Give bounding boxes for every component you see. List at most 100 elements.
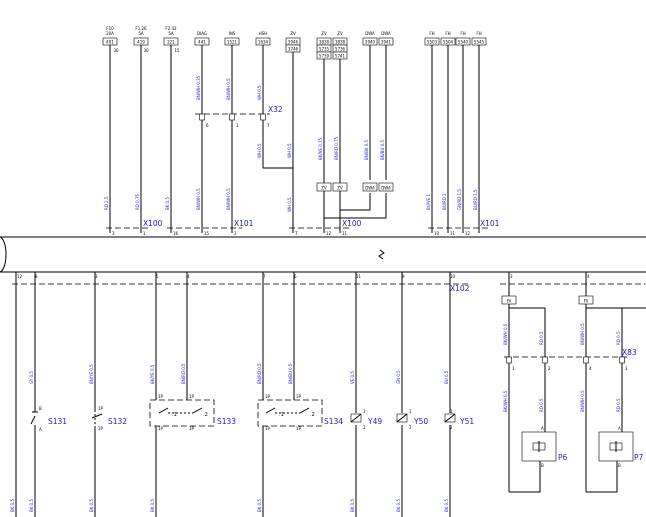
component-label: P7 [634, 453, 644, 462]
connector-label: X101 [480, 219, 500, 228]
terminal-code: 3940 [365, 40, 376, 45]
connector-pin: 11 [356, 274, 362, 279]
lower-wire-labels: GY 0.5 BN/YE 0.5 BK/YE 0.5 BN/RD 0.5 BN/… [10, 323, 621, 512]
upper-wire-labels: RD 2.5 RD 0.75 BK 0.5 BN/WH 0.35 BN/WH 0… [104, 75, 478, 212]
connector-pin: 7 [295, 231, 298, 236]
valve-y51: 1 2 Y51 [444, 409, 474, 430]
wire-label: BK 0.5 [89, 499, 94, 512]
wire-label: BN/WH 0.35 [196, 75, 201, 100]
switch-s134: 1P 1P 1P 1P .1 .2 S134 [257, 394, 343, 431]
connector-pin: 12 [17, 274, 23, 279]
component-label: Y49 [367, 417, 382, 426]
component-label: S133 [217, 417, 236, 426]
lamp-p6: A B P6 [521, 426, 568, 468]
terminal-name: F2.42 [165, 26, 177, 31]
relay-label: DWA [381, 186, 391, 191]
pin-label: .2 [310, 412, 315, 418]
connector-pin: 4 [587, 274, 590, 279]
lamp-p7: A B P7 [598, 426, 644, 468]
pin-label: .2 [203, 412, 208, 418]
wire-label: WH 0.5 [287, 143, 292, 158]
connector-x100-b: X100 7 12 11 [289, 219, 362, 236]
connector-pin: 12 [326, 231, 332, 236]
pin-label: 1 [450, 409, 453, 414]
connector-x100-a: X100 3 1 [106, 219, 163, 236]
terminal-code: 3838 [319, 40, 330, 45]
terminal-pin: 30 [143, 48, 149, 53]
terminal-name: ZV [337, 31, 343, 36]
connector-x101-b: X101 10 11 12 [428, 219, 500, 236]
terminal-code: 1521 [227, 40, 238, 45]
wire-label: BU/VE 1 [426, 193, 431, 210]
wire-label: WH 0.5 [287, 197, 292, 212]
switch-s133: 1P 1P 1P 1P .1 .2 S133 [149, 394, 236, 431]
wire-label: GN/RD 1.5 [457, 189, 462, 210]
terminal-zv-1: ZV 3946 3746 [285, 31, 301, 53]
wire-label: BK/YE 0.5 [150, 364, 155, 384]
connector-pin: 2 [548, 366, 551, 371]
terminal-rating: 5A [138, 31, 144, 36]
wire-label: BN/WH 0.5 [226, 78, 231, 100]
terminal-code: 5545 [474, 40, 485, 45]
terminal-code: 5540 [458, 40, 469, 45]
terminal-name: INS [229, 31, 236, 36]
wire-label: BN/BK 0.5 [364, 139, 369, 160]
wire-label: WH 0.5 [257, 85, 262, 100]
pin-label: B [541, 463, 544, 468]
connector-pin: 6 [206, 123, 209, 128]
pin-label: A [541, 426, 544, 431]
pin-label: 1P [158, 394, 164, 399]
terminal-code: 441 [198, 40, 206, 45]
connector-pin: 16 [173, 231, 179, 236]
connector-x32: X32 6 1 7 [195, 105, 283, 128]
relay-label: DWA [365, 186, 375, 191]
terminal-code: 401 [106, 40, 114, 45]
connector-pin: 3 [510, 274, 513, 279]
connector-pin: 11 [450, 231, 456, 236]
component-label: S134 [324, 417, 343, 426]
fuse-label: FA [584, 299, 589, 304]
wire-label: BK/BU 0.5 [380, 140, 385, 160]
wire-label: RD 0.5 [616, 331, 621, 345]
terminal-code: 1634 [258, 40, 269, 45]
wire-label: BK/VE 0.75 [318, 137, 323, 160]
connector-pin: 1 [512, 366, 515, 371]
connector-pin: 11 [342, 231, 348, 236]
connector-pin: 7 [263, 274, 266, 279]
terminal-name: F1.26 [135, 26, 147, 31]
wire-label: RD 2.5 [104, 196, 109, 210]
wire-label: GY 0.5 [29, 371, 34, 384]
terminal-zv-2: ZV 3838 5735 5739 [316, 31, 332, 60]
pin-label: 1 [363, 409, 366, 414]
component-label: S132 [108, 417, 127, 426]
wire-label: BK 0.5 [444, 499, 449, 512]
connector-x101-a: X101 16 15 2 [167, 219, 254, 236]
connector-pin: 3 [112, 231, 115, 236]
relay-label: ZV [337, 186, 343, 191]
connector-label: X102 [450, 284, 470, 293]
connector-x83: X83 1 2 4 3 [504, 348, 637, 371]
terminal-fh-4: FH 5545 [471, 31, 487, 46]
pin-label: A [39, 427, 42, 432]
connector-pin: 1 [143, 231, 146, 236]
pin-label: 1P [189, 426, 195, 431]
wire-label: BU 0.5 [444, 370, 449, 384]
valve-y50: 1 2 Y50 [396, 409, 428, 430]
connector-pin: 8 [35, 274, 38, 279]
terminal-code: 3946 [288, 40, 299, 45]
wire-label: BN/WH 0.5 [580, 390, 585, 412]
component-label: S131 [48, 417, 67, 426]
terminal-hsh: HSH 1634 [255, 31, 271, 46]
wire-label: BU/RD 1.5 [473, 189, 478, 210]
connector-pin: 2 [234, 231, 237, 236]
pin-label: B [618, 463, 621, 468]
connector-pin: 15 [204, 231, 210, 236]
connector-label: X100 [143, 219, 163, 228]
pin-label: .1 [279, 412, 284, 418]
terminal-fh-3: FH 5540 [455, 31, 471, 46]
wire-label: BK 0.5 [10, 499, 15, 512]
terminal-name: DWA [381, 31, 391, 36]
connector-label: X100 [342, 219, 362, 228]
terminal-name: DWA [365, 31, 375, 36]
wire-label: BK/WH 0.5 [503, 390, 508, 412]
